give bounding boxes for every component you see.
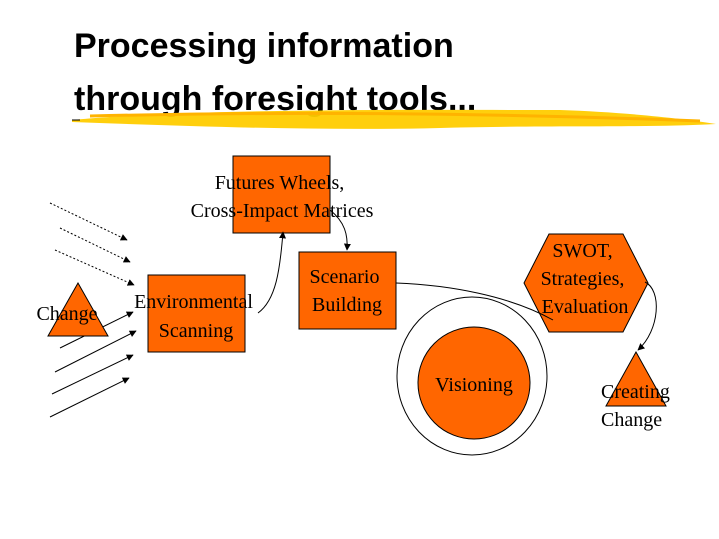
futures-wheels-label-1: Futures Wheels, <box>215 172 345 194</box>
svg-text:Environmental Scanning: Environmental Scanning <box>134 291 258 342</box>
environmental-scanning-box <box>147 274 246 353</box>
scenario-building-box <box>298 251 397 330</box>
svg-text:Scenario Building: Scenario Building <box>310 266 385 316</box>
creating-change-label-1: Creating <box>601 381 670 403</box>
svg-text:Creating Change: Creating Change <box>601 381 675 431</box>
flow-connectors <box>257 209 657 351</box>
incoming-solid-arrows <box>49 311 137 418</box>
svg-text:Futures Wheels, Cross-Impa: Futures Wheels, Cross-Impact Matrices <box>191 172 374 222</box>
swot-label-1: SWOT, <box>552 240 612 262</box>
swot-hexagon <box>523 233 649 333</box>
incoming-dashed-arrows <box>49 202 135 286</box>
change-triangle <box>47 281 109 337</box>
title-line-1: Processing information <box>74 27 454 65</box>
environmental-scanning-label-2: Scanning <box>159 320 233 342</box>
scenario-building-label-1: Scenario <box>310 266 380 288</box>
scenario-building-label-2: Building <box>312 294 382 316</box>
svg-text:SWOT, Strategies, Eval: SWOT, Strategies, Evaluation <box>541 240 630 318</box>
visioning-label: Visioning <box>435 374 513 396</box>
slide-title: Processing information through foresight… <box>74 20 476 126</box>
change-label: Change <box>36 303 97 325</box>
futures-wheels-box <box>232 155 331 234</box>
swot-label-3: Evaluation <box>542 296 629 318</box>
swot-label-2: Strategies, <box>541 268 625 290</box>
visioning-ring <box>396 296 548 456</box>
title-underline <box>72 109 716 129</box>
creating-change-triangle <box>605 350 667 407</box>
visioning-circle <box>417 326 531 440</box>
futures-wheels-label-2: Cross-Impact Matrices <box>191 200 374 222</box>
creating-change-label-2: Change <box>601 409 662 431</box>
environmental-scanning-label-1: Environmental <box>134 291 253 313</box>
